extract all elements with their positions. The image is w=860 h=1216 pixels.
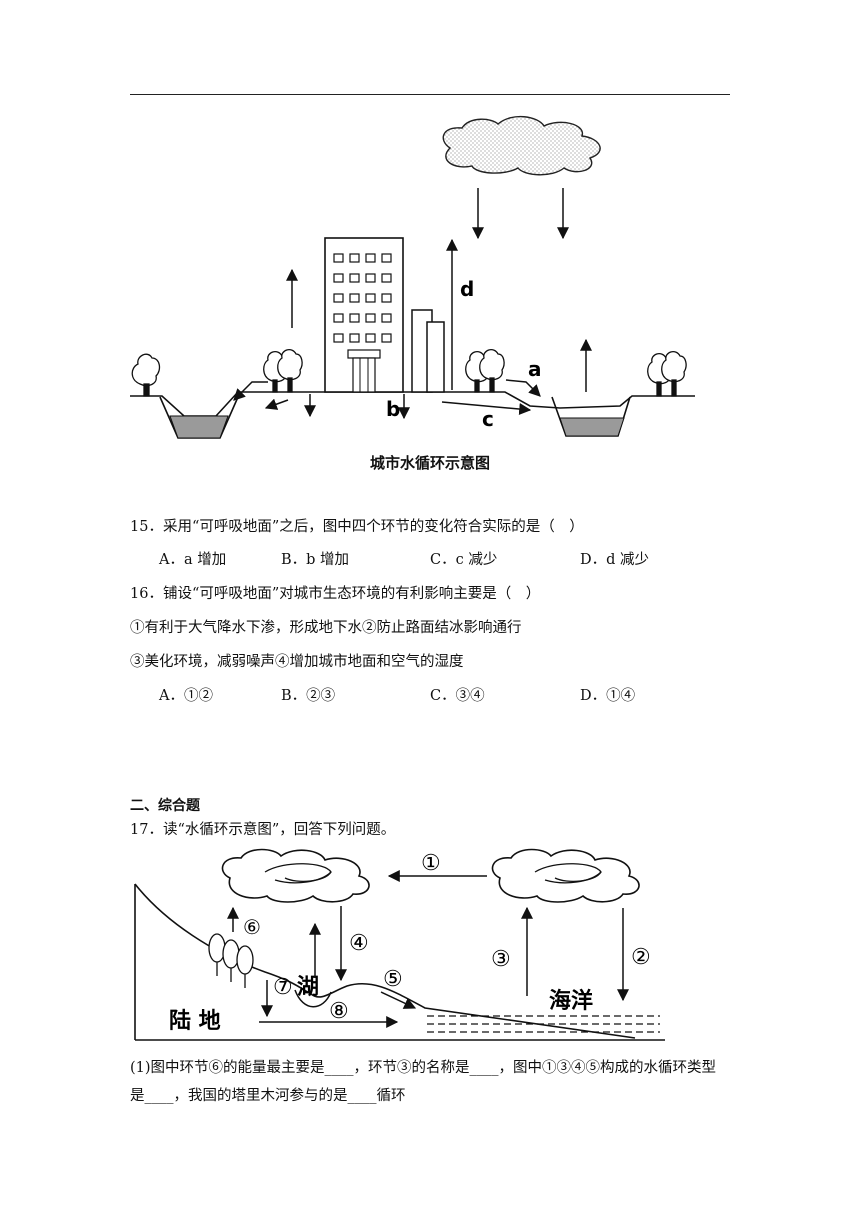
label-3: ③: [491, 947, 511, 972]
q16-option-a: A．①②: [159, 688, 213, 704]
q16-option-b: B．②③: [281, 688, 336, 704]
q17-stem: 17．读“水循环示意图”，回答下列问题。: [130, 822, 396, 838]
trees-icon: [208, 933, 254, 988]
land-slope: [134, 883, 636, 1039]
q15-option-c: C．c 减少: [430, 552, 498, 568]
label-lake: 湖: [297, 975, 319, 1000]
runoff-arrow-left: [233, 381, 268, 401]
tree-group-right: [647, 350, 687, 397]
section-title: 二、综合题: [130, 798, 200, 814]
cloud-left-icon: [221, 848, 370, 903]
water-cycle-diagram: ① ⑥ 湖 ④ ⑦ ⑧ ⑤ 陆 地 ③ ② 海洋: [134, 848, 665, 1041]
arrow-c: [441, 401, 532, 415]
arrow-5: [380, 991, 417, 1009]
cloud-right-icon: [491, 848, 640, 903]
cloud-icon: [442, 116, 601, 176]
label-5: ⑤: [383, 967, 403, 992]
q17-part1: (1)图中环节⑥的能量最主要是____，环节③的名称是____，图中①③④⑤构成…: [130, 1060, 717, 1104]
label-b: b: [386, 397, 400, 421]
label-8: ⑧: [329, 999, 349, 1024]
label-c: c: [482, 407, 494, 431]
q15-option-b: B．b 增加: [281, 552, 350, 568]
small-building-2: [426, 321, 445, 393]
q16-stem: 16．铺设“可呼吸地面”对城市生态环境的有利影响主要是（ ）: [130, 586, 541, 602]
q15-stem: 15．采用“可呼吸地面”之后，图中四个环节的变化符合实际的是（ ）: [130, 519, 584, 535]
q15-option-d: D．d 减少: [580, 552, 650, 568]
label-1: ①: [421, 851, 441, 876]
q15-option-a: A．a 增加: [159, 552, 227, 568]
tree-group-left: [131, 348, 303, 397]
q16-statements-2: ③美化环境，减弱噪声④增加城市地面和空气的湿度: [130, 654, 464, 670]
label-6: ⑥: [243, 915, 261, 939]
label-d: d: [460, 277, 474, 301]
figure1-caption: 城市水循环示意图: [369, 454, 490, 472]
header-rule: [130, 94, 730, 95]
ground-line: [130, 391, 695, 417]
label-4: ④: [349, 931, 369, 956]
label-2: ②: [631, 945, 651, 970]
label-land: 陆 地: [169, 1009, 221, 1034]
label-ocean: 海洋: [549, 988, 593, 1014]
q16-option-d: D．①④: [580, 688, 636, 704]
q16-option-c: C．③④: [430, 688, 485, 704]
lake-basin: [294, 989, 332, 1008]
urban-water-cycle-diagram: d b c a: [130, 116, 695, 439]
arrow-a: [505, 379, 541, 397]
label-7: ⑦: [273, 975, 293, 1000]
tree-group-middle: [465, 348, 505, 393]
q16-statements-1: ①有利于大气降水下渗，形成地下水②防止路面结冰影响通行: [130, 620, 522, 636]
label-a: a: [528, 357, 542, 381]
